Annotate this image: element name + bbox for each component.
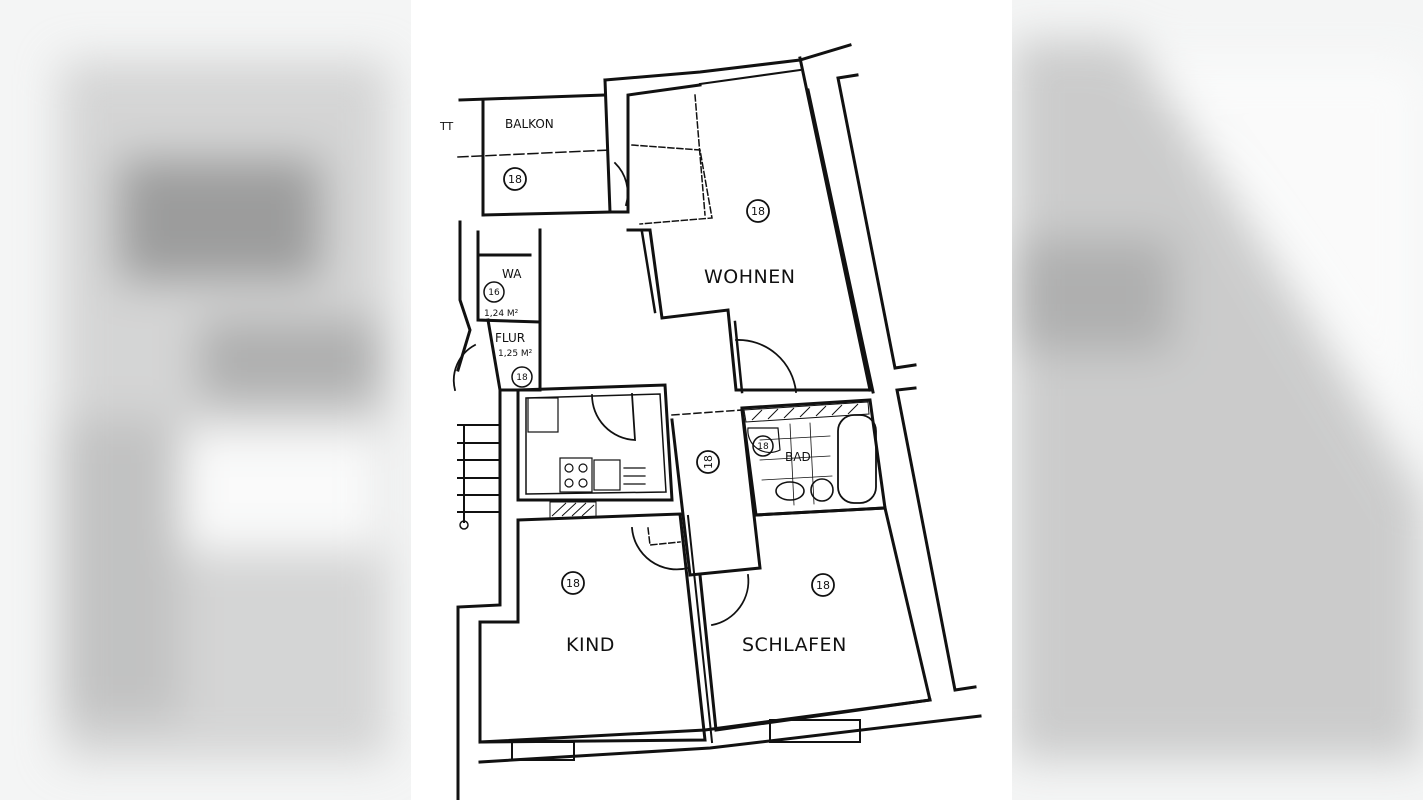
room-label-bad: BAD [785, 450, 811, 464]
blurred-backdrop-right [1012, 0, 1423, 800]
room-label-balkon: BALKON [505, 117, 554, 131]
svg-text:18: 18 [566, 577, 580, 590]
svg-text:18: 18 [508, 173, 522, 186]
svg-text:16: 16 [488, 288, 500, 298]
area-wc: 1,24 M² [484, 309, 519, 319]
svg-text:18: 18 [516, 373, 528, 383]
floor-plan: TT BALKON 18 WOHNEN 18 WA 16 1,24 M² FLU… [411, 0, 1012, 800]
svg-text:18: 18 [751, 205, 765, 218]
room-tag-flur: 18 [511, 366, 533, 388]
blurred-backdrop-left [0, 0, 411, 800]
room-label-flur: FLUR [495, 331, 525, 345]
floor-plan-drawing: TT BALKON 18 WOHNEN 18 WA 16 1,24 M² FLU… [439, 43, 982, 800]
room-label-kind: KIND [566, 634, 615, 656]
room-tag-wc: 16 [483, 281, 505, 303]
room-label-schlafen: SCHLAFEN [742, 634, 847, 656]
room-tag-schlafen: 18 [811, 573, 835, 597]
edge-text: TT [439, 120, 454, 133]
svg-text:18: 18 [816, 579, 830, 592]
area-flur: 1,25 M² [498, 349, 533, 359]
room-label-wohnen: WOHNEN [704, 266, 795, 288]
room-tag-bad: 18 [752, 435, 774, 457]
room-tag-wohnen: 18 [746, 199, 770, 223]
room-tag-kind: 18 [561, 571, 585, 595]
room-label-wc: WA [502, 267, 522, 281]
room-tag-balkon: 18 [503, 167, 527, 191]
svg-text:18: 18 [757, 442, 769, 452]
svg-text:18: 18 [702, 455, 715, 469]
room-tag-diele: 18 [696, 450, 720, 474]
